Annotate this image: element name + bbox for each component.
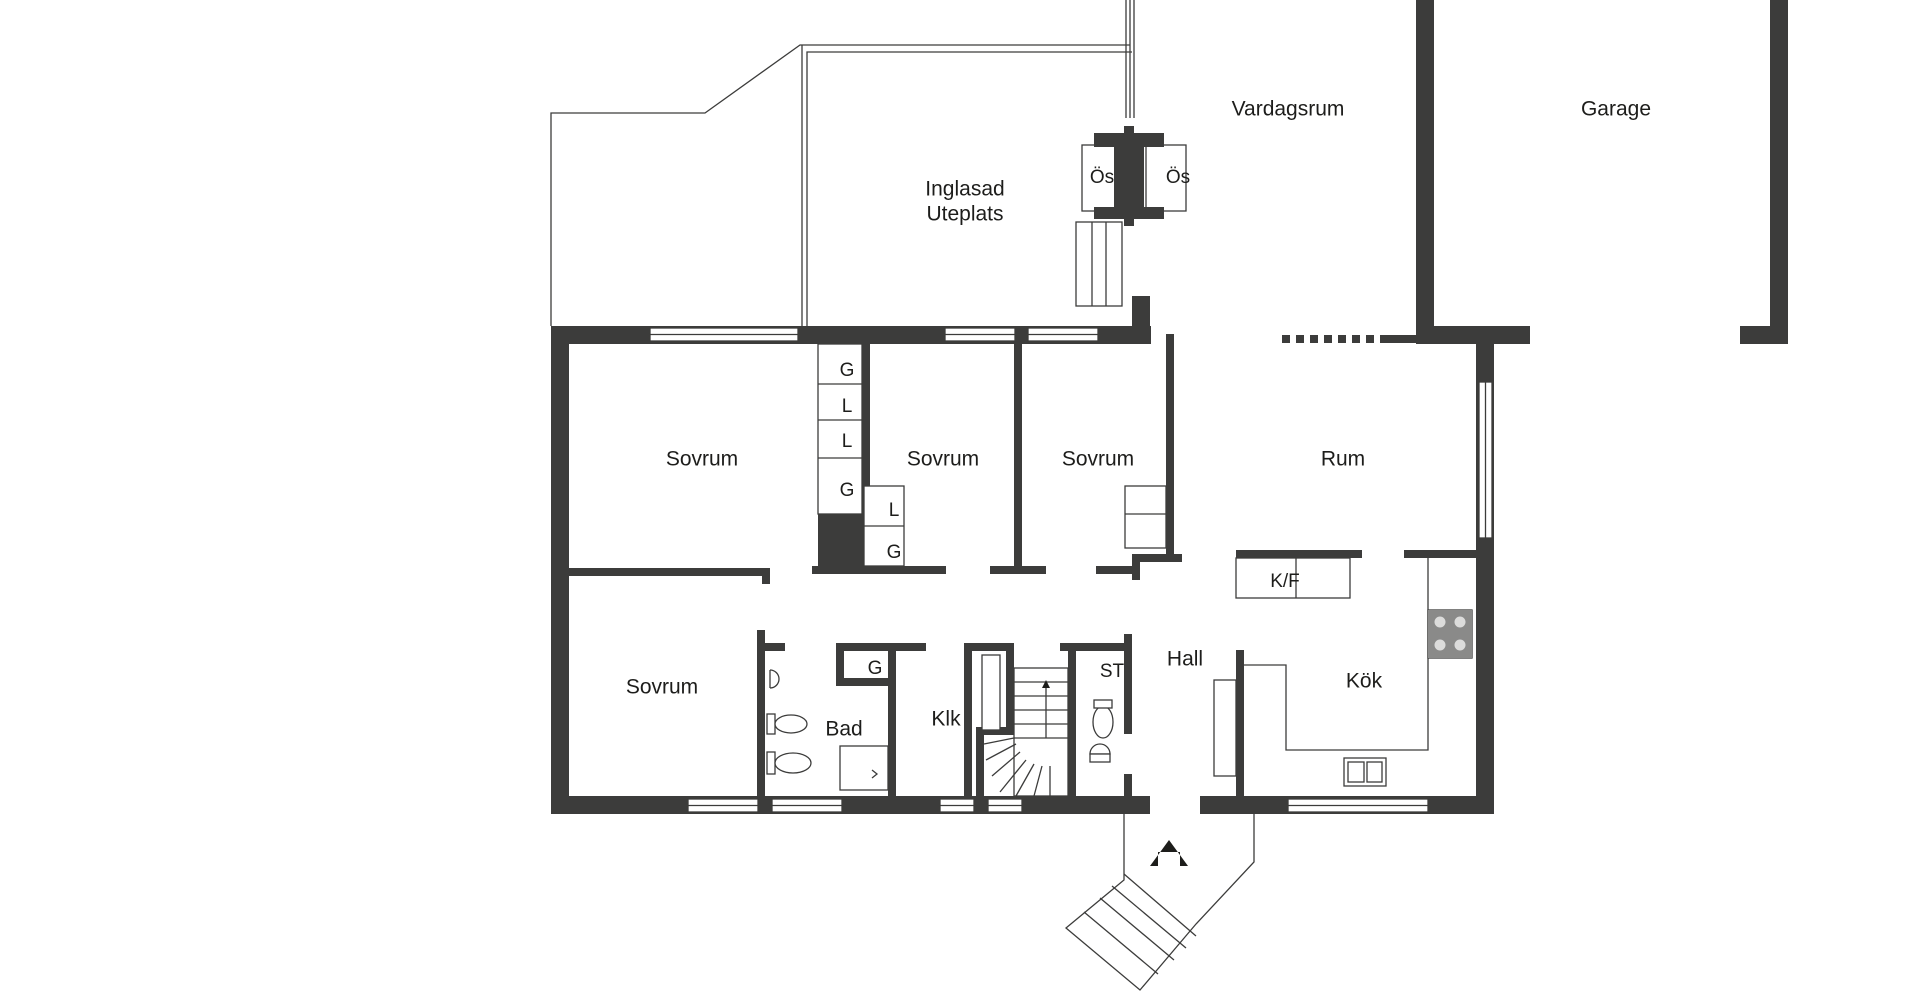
fixture-label-g2: G [840,480,855,501]
staircase [981,654,1069,797]
room-label-hall: Hall [1167,648,1203,671]
fixture-label-kf: K/F [1270,571,1300,592]
garage-walls [1416,0,1788,344]
room-label-sovrum-2: Sovrum [907,448,979,471]
room-label-rum: Rum [1321,448,1365,471]
fixture-label-l2: L [842,431,853,452]
wood-storage [1075,221,1123,307]
fridge-freezer [1235,557,1351,599]
room-label-kok: Kök [1346,670,1383,693]
kitchen-counter [1213,558,1473,787]
stair-up-arrow-icon [1042,680,1050,738]
windows [649,327,1493,813]
room-label-sovrum-3: Sovrum [1062,448,1134,471]
sink-icon [1343,757,1387,787]
room-label-klk: Klk [931,708,961,731]
entrance-steps [1064,796,1255,991]
sink-icon [1089,743,1111,763]
room-label-uteplats-2: Uteplats [926,203,1003,226]
bathroom-fixtures [766,669,1114,791]
room-label-garage: Garage [1581,98,1651,121]
fixture-label-g-bad: G [868,658,883,679]
room-label-uteplats-1: Inglasad [925,178,1004,201]
wardrobes [817,343,1167,567]
room-label-sovrum-1: Sovrum [666,448,738,471]
toilet-icon [766,751,812,775]
room-labels: Vardagsrum Garage Inglasad Uteplats Sovr… [626,98,1651,741]
patio-outline [550,0,1135,326]
toilet-icon [1092,699,1114,739]
fixture-label-os-right: Ös [1166,167,1190,188]
room-label-sovrum-4: Sovrum [626,676,698,699]
room-label-vardagsrum: Vardagsrum [1232,98,1345,121]
room-divider-dashed [1282,335,1418,343]
fixture-labels: Ös Ös G L L G L G K/F G ST [840,167,1300,682]
fixture-label-g1: G [840,360,855,381]
fixture-label-l3: L [889,500,900,521]
interior-walls [569,334,1476,796]
fixture-label-os-left: Ös [1090,167,1114,188]
fixture-label-st: ST [1100,661,1125,682]
toilet-icon [766,713,808,735]
fixture-label-g3: G [887,542,902,563]
entrance-arrow-icon [1150,840,1188,866]
fixture-label-l1: L [842,396,853,417]
stove-icon [1428,610,1472,658]
fireplace [1081,126,1187,226]
room-label-bad: Bad [825,718,862,741]
shower-icon [769,669,780,689]
